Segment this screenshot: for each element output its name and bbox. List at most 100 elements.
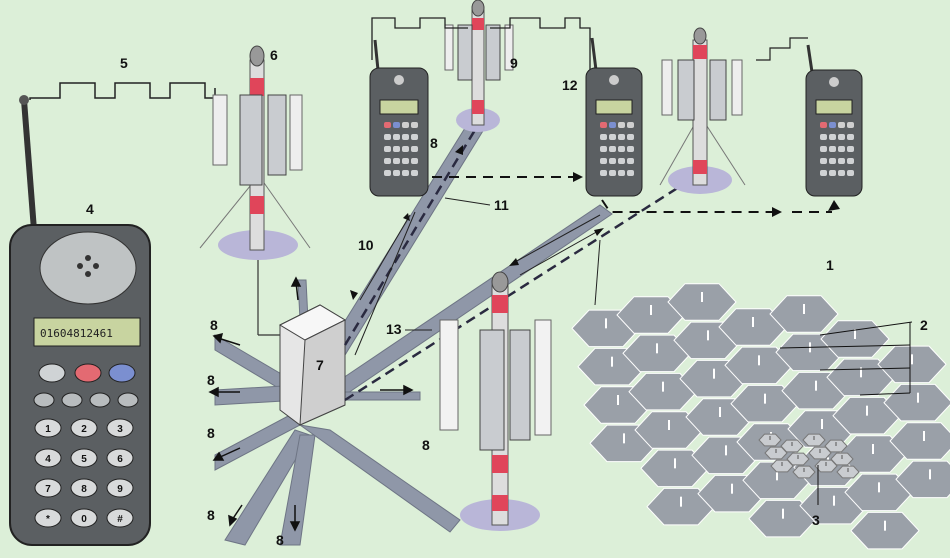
radio-link-11 — [343, 124, 480, 346]
small-key — [847, 170, 854, 176]
small-key — [609, 158, 616, 164]
small-key — [393, 122, 400, 128]
small-key — [618, 158, 625, 164]
key-label: 1 — [45, 424, 51, 435]
small-key — [384, 122, 391, 128]
key-0 — [70, 508, 98, 528]
small-keypads — [384, 122, 854, 176]
key-label: 6 — [117, 454, 123, 465]
small-key — [402, 158, 409, 164]
key-label: 9 — [117, 484, 123, 495]
label-10: 10 — [358, 237, 374, 253]
cell — [889, 422, 950, 460]
small-key — [820, 122, 827, 128]
phone-display — [33, 317, 141, 347]
cable-roads — [214, 119, 613, 546]
key-8 — [70, 478, 98, 498]
small-key — [829, 122, 836, 128]
small-key — [820, 134, 827, 140]
small-key — [411, 158, 418, 164]
switching-centre-7 — [278, 304, 347, 426]
label-6: 6 — [270, 47, 278, 63]
small-key — [627, 134, 634, 140]
function-key — [89, 392, 111, 408]
small-key — [838, 146, 845, 152]
small-key — [393, 158, 400, 164]
label-8b: 8 — [207, 372, 215, 388]
base-station-9 — [444, 0, 514, 132]
antenna — [21, 99, 37, 231]
small-key — [829, 134, 836, 140]
small-key — [384, 170, 391, 176]
label-8c: 8 — [207, 425, 215, 441]
call-button — [38, 363, 66, 383]
base-station-right — [659, 27, 746, 194]
key-label: 7 — [45, 484, 51, 495]
small-key — [600, 170, 607, 176]
small-key — [618, 134, 625, 140]
small-key — [411, 134, 418, 140]
label-12: 12 — [562, 77, 578, 93]
key-3 — [106, 418, 134, 438]
small-key — [820, 170, 827, 176]
cell — [724, 346, 794, 385]
small-key — [627, 122, 634, 128]
key-label: 5 — [81, 454, 87, 465]
label-11: 11 — [494, 197, 509, 213]
key-9 — [106, 478, 134, 498]
small-key — [627, 146, 634, 152]
small-key — [411, 146, 418, 152]
label-8e: 8 — [276, 532, 284, 548]
cell — [844, 473, 914, 512]
cell — [622, 334, 692, 373]
small-key — [847, 134, 854, 140]
small-key — [402, 134, 409, 140]
key-# — [106, 508, 134, 528]
small-key — [618, 146, 625, 152]
small-key — [829, 146, 836, 152]
power-button — [108, 363, 136, 383]
key-label: 4 — [45, 454, 51, 465]
cell — [640, 449, 710, 488]
small-key — [609, 146, 616, 152]
base-station-6 — [199, 45, 311, 260]
function-key — [33, 392, 55, 408]
label-13: 13 — [386, 321, 402, 337]
key-label: * — [46, 514, 50, 525]
small-key — [609, 122, 616, 128]
small-key — [627, 158, 634, 164]
radio-link-14 — [344, 178, 691, 402]
end-button — [74, 363, 102, 383]
key-label: 3 — [117, 424, 123, 435]
key-2 — [70, 418, 98, 438]
small-key — [838, 122, 845, 128]
small-key — [838, 170, 845, 176]
label-8a: 8 — [210, 317, 218, 333]
small-key — [600, 146, 607, 152]
small-key — [838, 158, 845, 164]
small-key — [618, 122, 625, 128]
label-1: 1 — [826, 257, 834, 273]
small-key — [609, 170, 616, 176]
small-key — [600, 134, 607, 140]
small-key — [600, 122, 607, 128]
key-5 — [70, 448, 98, 468]
small-key — [600, 158, 607, 164]
cell-grid — [571, 283, 950, 550]
key-7 — [34, 478, 62, 498]
base-station-centre — [439, 271, 552, 531]
label-4: 4 — [86, 201, 94, 217]
key-4 — [34, 448, 62, 468]
label-7: 7 — [316, 357, 324, 373]
label-9: 9 — [510, 55, 518, 71]
mobile-phone-12 — [585, 37, 643, 197]
small-key — [627, 170, 634, 176]
label-8d: 8 — [207, 507, 215, 523]
key-label: 8 — [81, 484, 87, 495]
antenna-panel — [239, 94, 263, 186]
wire-5 — [29, 82, 216, 100]
key-1 — [34, 418, 62, 438]
small-key — [402, 146, 409, 152]
